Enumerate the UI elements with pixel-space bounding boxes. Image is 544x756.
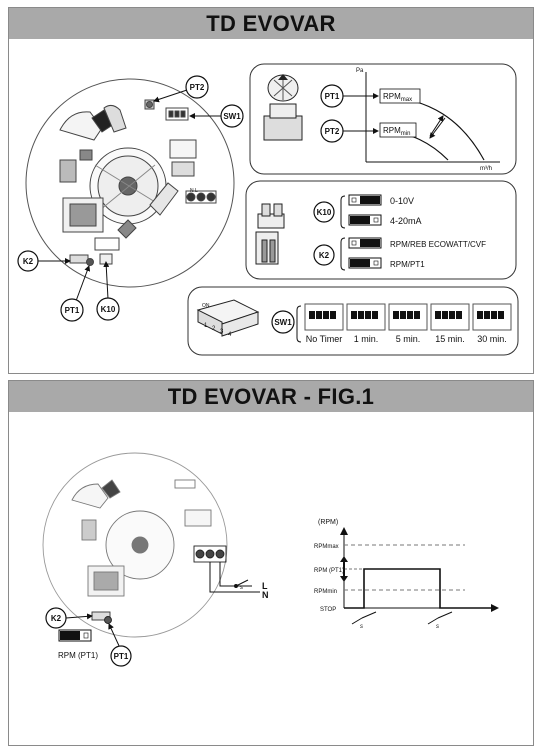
mains-n-label: N: [262, 590, 269, 600]
svg-text:RPM/REB ECOWATT/CVF: RPM/REB ECOWATT/CVF: [390, 240, 486, 249]
svg-text:SW1: SW1: [274, 318, 292, 327]
svg-text:K2: K2: [23, 257, 34, 266]
level-rpmmax: RPMmax: [314, 544, 339, 550]
rpm-timing-chart: (RPM) RPMmax RPM (PT1) RPMmin STOP s s: [314, 519, 499, 630]
jumper-settings-box: K10 0-10V 4-20mA K2 RPM/REB ECOWATT/CVF: [245, 180, 517, 280]
svg-text:ON: ON: [202, 303, 210, 309]
mains-l-label: L: [262, 581, 268, 591]
td-evovar-fig1-panel: TD EVOVAR - FIG.1: [8, 380, 534, 746]
switch-mark-2: s: [436, 624, 439, 630]
svg-text:1 min.: 1 min.: [354, 334, 379, 344]
k10-jumper-2: [348, 214, 382, 226]
svg-text:PT2: PT2: [190, 83, 205, 92]
svg-text:4-20mA: 4-20mA: [390, 216, 422, 226]
callout-pt1-fig1: PT1: [108, 623, 132, 667]
svg-text:3: 3: [220, 329, 224, 335]
rpm-curve-box: Pa m³/h RPMmax RPMmin PT1 PT2: [249, 63, 517, 175]
potentiometer-icon: [263, 74, 303, 141]
switch-mark-1: s: [360, 624, 363, 630]
svg-text:PT2: PT2: [325, 127, 340, 136]
svg-text:RPMmin: RPMmin: [383, 126, 410, 137]
jumper-caption: RPM (PT1): [58, 651, 98, 660]
sw1-setting-5min: 5 min.: [388, 303, 428, 344]
callout-k10: K10: [96, 261, 120, 321]
callout-pt1: PT1: [60, 265, 91, 322]
svg-text:PT1: PT1: [65, 306, 80, 315]
svg-text:K10: K10: [101, 305, 116, 314]
svg-text:No Timer: No Timer: [306, 334, 343, 344]
sw1-timer-box: ON 1 2 3 4 SW1 No Timer 1 min. 5 min.: [187, 286, 519, 356]
panel-title: TD EVOVAR - FIG.1: [9, 381, 533, 412]
svg-text:30 min.: 30 min.: [477, 334, 507, 344]
svg-text:5 min.: 5 min.: [396, 334, 421, 344]
svg-text:15 min.: 15 min.: [435, 334, 465, 344]
svg-text:PT1: PT1: [325, 92, 340, 101]
svg-text:m³/h: m³/h: [480, 166, 492, 172]
terminal-label: N L: [190, 188, 198, 194]
svg-text:s: s: [240, 585, 243, 591]
jumper-rpm-pt1: [58, 629, 92, 642]
svg-text:PT1: PT1: [114, 652, 129, 661]
level-stop: STOP: [320, 607, 336, 613]
sw1-setting-no-timer: No Timer: [304, 303, 344, 344]
callout-k2: K2: [17, 250, 71, 272]
svg-text:0-10V: 0-10V: [390, 196, 414, 206]
svg-text:RPMmax: RPMmax: [383, 92, 412, 103]
svg-text:K10: K10: [317, 208, 332, 217]
sw1-setting-1min: 1 min.: [346, 303, 386, 344]
svg-text:K2: K2: [319, 251, 330, 260]
timing-y-axis-label: (RPM): [318, 519, 338, 526]
mains-wiring: [209, 562, 260, 593]
circuit-board-drawing-fig1: [42, 452, 228, 638]
svg-text:Pa: Pa: [356, 68, 364, 74]
svg-text:1: 1: [204, 323, 208, 329]
svg-text:4: 4: [228, 332, 232, 338]
dip-switch-illustration: ON 1 2 3 4: [196, 299, 260, 338]
circuit-board-drawing: [25, 78, 235, 288]
level-rpmmin: RPMmin: [314, 589, 337, 595]
svg-text:SW1: SW1: [223, 112, 241, 121]
sw1-setting-15min: 15 min.: [430, 303, 470, 344]
k2-jumper-1: [348, 237, 382, 249]
sw1-setting-30min: 30 min.: [472, 303, 512, 344]
svg-text:2: 2: [212, 326, 216, 332]
panel-title: TD EVOVAR: [9, 8, 533, 39]
level-rpm-pt1: RPM (PT1): [314, 568, 344, 574]
k10-jumper-1: [348, 194, 382, 206]
svg-text:RPM/PT1: RPM/PT1: [390, 260, 425, 269]
callout-pt2: PT2: [153, 75, 209, 103]
callout-sw1: SW1: [189, 104, 244, 128]
svg-text:K2: K2: [51, 614, 62, 623]
jumper-illustration: [255, 203, 285, 265]
callout-k2-fig1: K2: [45, 607, 93, 629]
k2-jumper-2: [348, 257, 382, 269]
